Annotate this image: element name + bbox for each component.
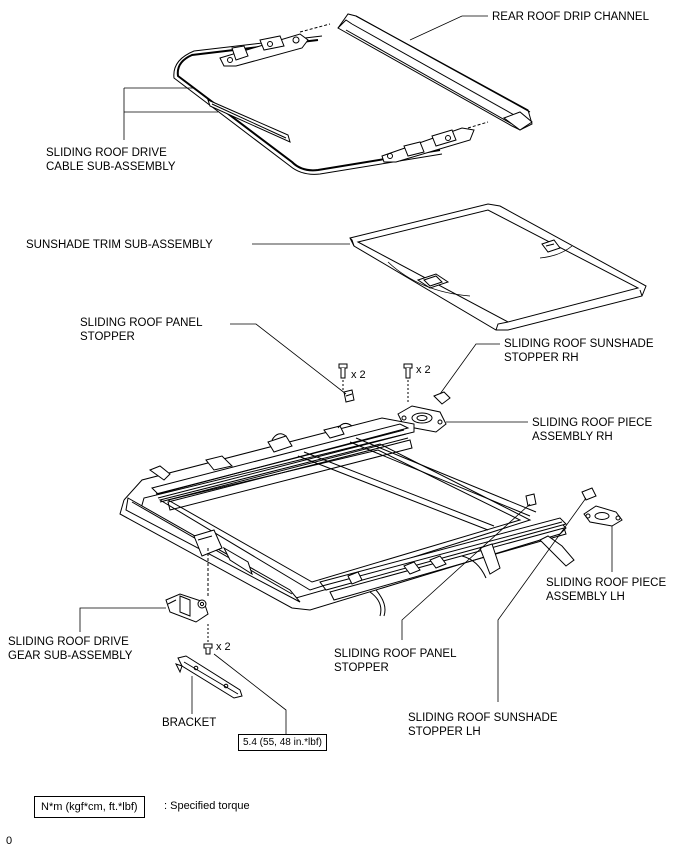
sliding-roof-housing — [119, 417, 575, 617]
label-panel-stopper-bottom-line1: SLIDING ROOF PANEL — [334, 648, 457, 660]
label-piece-lh-line1: SLIDING ROOF PIECE — [546, 577, 667, 589]
label-panel-stopper-bottom: SLIDING ROOF PANEL STOPPER — [334, 647, 456, 675]
sunshade-stopper-lh — [581, 487, 597, 501]
rear-roof-drip-channel — [337, 13, 533, 131]
label-piece-assembly-rh: SLIDING ROOF PIECE ASSEMBLY RH — [532, 416, 652, 444]
sunshade-trim-sub-assembly — [349, 203, 647, 331]
label-drive-cable-line1: SLIDING ROOF DRIVE — [46, 147, 167, 159]
label-piece-rh-line1: SLIDING ROOF PIECE — [532, 417, 653, 429]
label-sunshade-trim-sub-assembly: SUNSHADE TRIM SUB-ASSEMBLY — [26, 239, 213, 251]
quantity-bolt-c: x 2 — [216, 641, 231, 653]
label-panel-stopper-top: SLIDING ROOF PANEL STOPPER — [80, 316, 202, 344]
torque-spec-box: 5.4 (55, 48 in.*lbf) — [238, 734, 327, 751]
label-sunshade-stopper-lh-line2: STOPPER LH — [408, 726, 481, 738]
bolt-c — [203, 624, 213, 655]
label-drive-gear-line2: GEAR SUB-ASSEMBLY — [8, 650, 133, 662]
bolt-b — [403, 363, 413, 404]
label-piece-assembly-lh: SLIDING ROOF PIECE ASSEMBLY LH — [546, 576, 666, 604]
label-rear-roof-drip-channel: REAR ROOF DRIP CHANNEL — [492, 11, 649, 23]
label-drive-cable-line2: CABLE SUB-ASSEMBLY — [46, 161, 176, 173]
legend-torque-box: N*m (kgf*cm, ft.*lbf) — [34, 796, 145, 818]
label-panel-stopper-top-line1: SLIDING ROOF PANEL — [80, 317, 203, 329]
illustration-code: 0 — [6, 835, 13, 847]
quantity-bolt-a: x 2 — [351, 369, 366, 381]
label-sunshade-stopper-rh: SLIDING ROOF SUNSHADE STOPPER RH — [504, 337, 654, 365]
label-sunshade-stopper-rh-line1: SLIDING ROOF SUNSHADE — [504, 338, 654, 350]
label-drive-gear-sub-assembly: SLIDING ROOF DRIVE GEAR SUB-ASSEMBLY — [8, 635, 132, 663]
label-sunshade-stopper-rh-line2: STOPPER RH — [504, 352, 579, 364]
bolt-a — [338, 363, 348, 390]
bracket-part — [175, 655, 243, 699]
label-panel-stopper-bottom-line2: STOPPER — [334, 662, 389, 674]
label-piece-lh-line2: ASSEMBLY LH — [546, 591, 625, 603]
sunshade-stopper-rh — [433, 391, 451, 405]
legend-torque-text: : Specified torque — [164, 800, 250, 812]
label-panel-stopper-top-line2: STOPPER — [80, 331, 135, 343]
label-sunshade-stopper-lh-line1: SLIDING ROOF SUNSHADE — [408, 712, 558, 724]
drive-cable-sub-assembly — [173, 23, 489, 175]
panel-stopper-top — [343, 389, 355, 403]
quantity-bolt-b: x 2 — [416, 364, 431, 376]
label-piece-rh-line2: ASSEMBLY RH — [532, 431, 613, 443]
leader-lines — [79, 15, 613, 734]
label-drive-gear-line1: SLIDING ROOF DRIVE — [8, 636, 129, 648]
drive-gear-sub-assembly — [165, 548, 209, 623]
label-drive-cable-sub-assembly: SLIDING ROOF DRIVE CABLE SUB-ASSEMBLY — [46, 146, 176, 174]
label-sunshade-stopper-lh: SLIDING ROOF SUNSHADE STOPPER LH — [408, 711, 558, 739]
piece-assembly-lh — [583, 505, 623, 527]
label-bracket: BRACKET — [162, 717, 217, 729]
panel-stopper-bottom — [525, 493, 537, 507]
